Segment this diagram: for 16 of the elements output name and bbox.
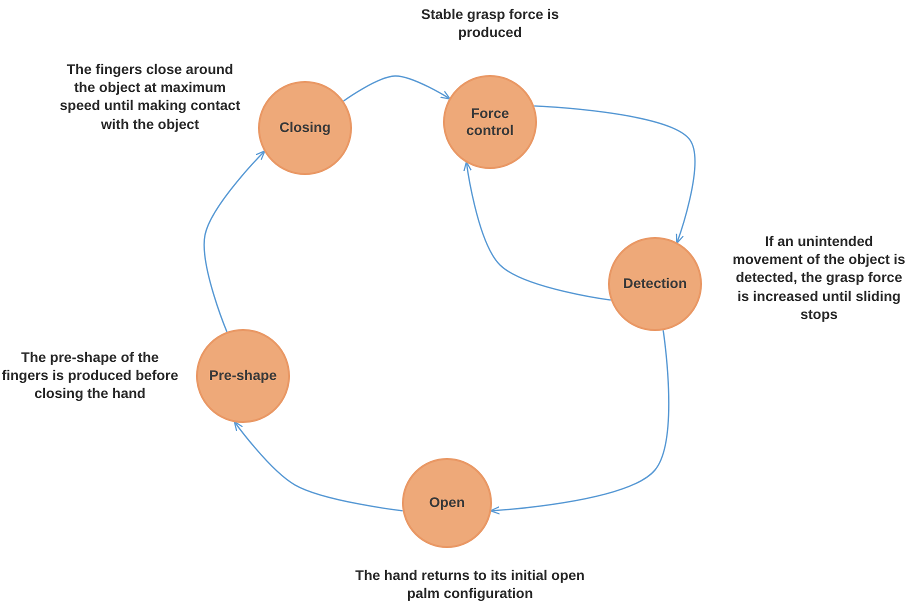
state-description: Stable grasp force is produced bbox=[420, 5, 560, 42]
arrow bbox=[463, 161, 611, 301]
arrow bbox=[490, 330, 670, 515]
state-label: Force control bbox=[465, 104, 515, 140]
state-label: Closing bbox=[279, 119, 331, 137]
state-label: Detection bbox=[623, 275, 687, 293]
state-description: The hand returns to its initial open palm configuration bbox=[354, 566, 586, 602]
arrow bbox=[204, 150, 266, 332]
state-label: Open bbox=[429, 494, 465, 512]
state-description: If an unintended movement of the object is detected, the grasp force is increased until sliding stops bbox=[732, 232, 906, 323]
arrow bbox=[234, 420, 403, 512]
arrow bbox=[343, 75, 451, 102]
state-description: The fingers close around the object at maximum speed until making contact with the object bbox=[58, 60, 242, 133]
state-description: The pre-shape of the fingers is produced before closing the hand bbox=[0, 348, 180, 403]
state-label: Pre-shape bbox=[209, 367, 277, 385]
arrow bbox=[534, 105, 696, 244]
